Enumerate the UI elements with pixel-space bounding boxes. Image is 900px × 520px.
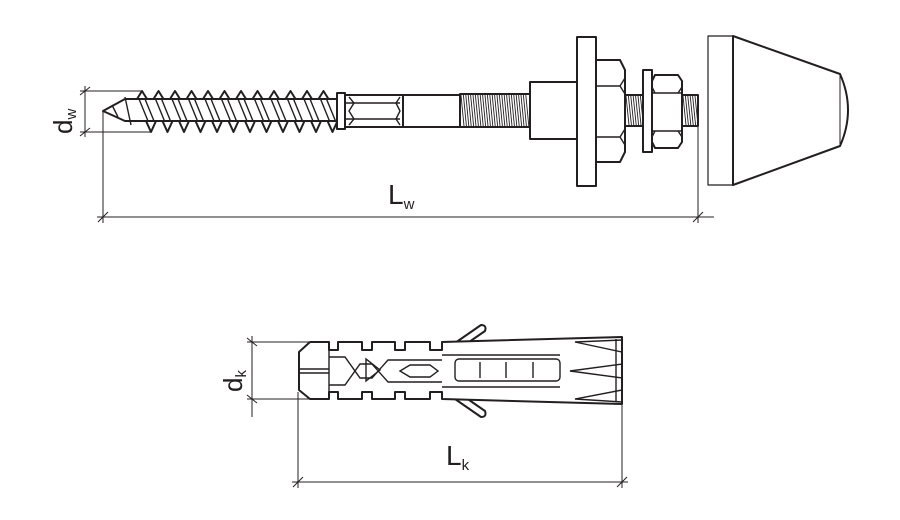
anchor-slot (454, 358, 561, 382)
thread-crest (301, 90, 313, 100)
thread-crest (235, 90, 247, 100)
thread-crest (185, 90, 198, 100)
anchor-diameter-dimension: dk (218, 336, 330, 417)
smooth-shank (402, 94, 461, 128)
thread-crest (211, 120, 223, 133)
protective-cap (707, 35, 849, 186)
small-hex-nut (651, 74, 683, 149)
thread-crest (268, 90, 280, 100)
thread-crest (227, 120, 240, 133)
thread-crest (161, 120, 174, 133)
thread-crest (178, 120, 190, 133)
screw-length-label: Lw (388, 179, 415, 213)
hanger-bolt: dw (48, 35, 849, 223)
thread-crest (152, 90, 165, 100)
washer (642, 69, 653, 153)
flange-plate (576, 36, 597, 187)
screw-collar (336, 92, 346, 130)
screw-diameter-label: dw (48, 109, 80, 134)
thread-crest (310, 120, 322, 133)
thread-crest (277, 120, 289, 133)
thread-crest (218, 90, 231, 100)
thread-crest (251, 90, 264, 100)
thread-crest (293, 120, 306, 133)
hex-drive-section (344, 94, 404, 128)
thread-crest (260, 120, 273, 133)
wood-screw-thread (102, 90, 339, 133)
screw-diameter-dimension: dw (48, 86, 150, 137)
anchor-length-label: Lk (446, 440, 470, 474)
collar-sleeve (529, 81, 578, 140)
thread-crest (284, 90, 297, 100)
anchor-diameter-label: dk (218, 370, 250, 392)
thread-crest (244, 120, 256, 133)
metric-thread-rod (459, 93, 699, 128)
thread-crest (169, 90, 181, 100)
thread-crest (317, 90, 330, 100)
anchor-length-dimension: Lk (292, 392, 628, 488)
screw-length-dimension: Lw (97, 111, 714, 223)
thread-crest (136, 90, 148, 100)
large-hex-nut (595, 59, 626, 163)
anchor-spikes (569, 339, 623, 403)
thread-crest (202, 90, 214, 100)
thread-crest (194, 120, 207, 133)
wall-plug-anchor: dk (218, 324, 628, 488)
thread-crest (145, 120, 157, 133)
thread-crest (326, 120, 339, 133)
